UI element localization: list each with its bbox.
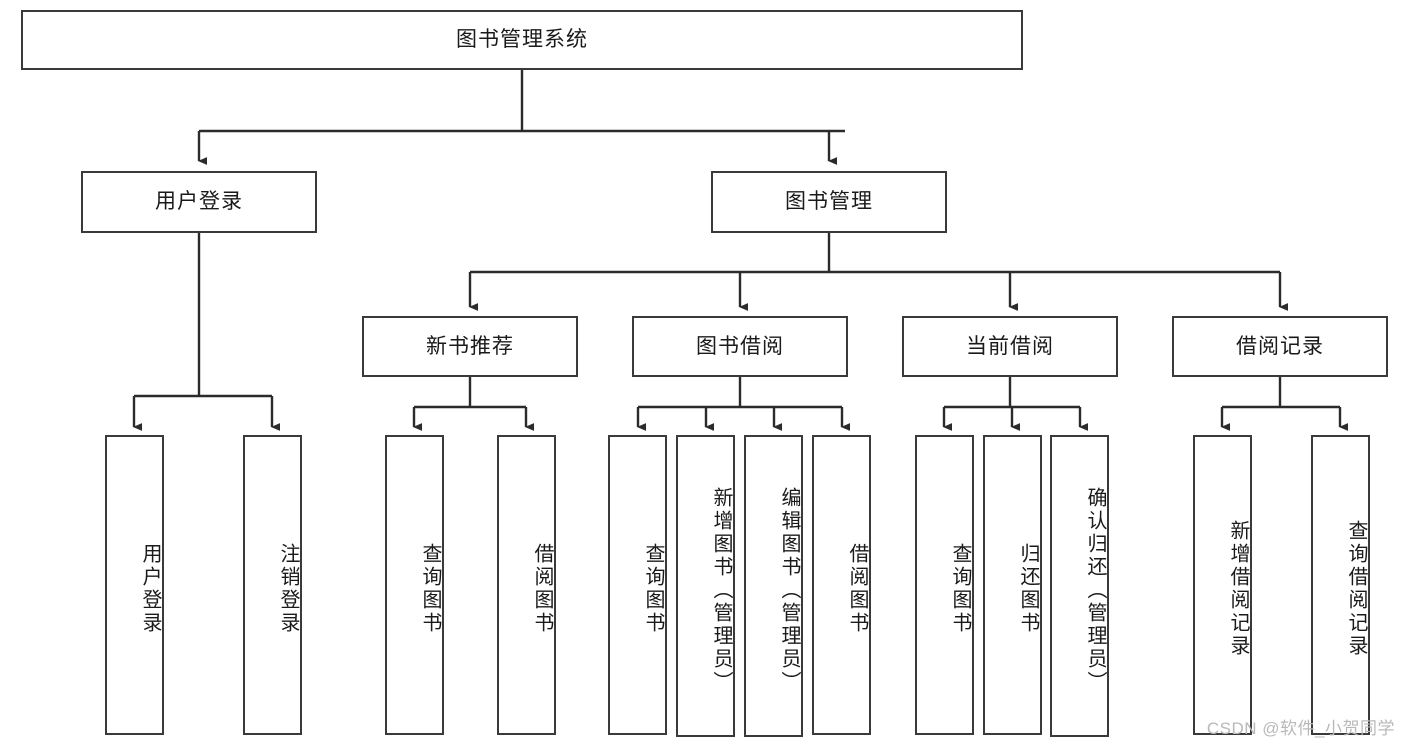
node-leaf-confirm-return[interactable]: 确认归还（管理员） <box>1050 435 1109 737</box>
node-borrow-record-label: 借阅记录 <box>1236 334 1324 358</box>
node-leaf-borrow-book-2-label: 借阅图书 <box>846 543 868 635</box>
node-book-manage[interactable]: 图书管理 <box>711 171 947 233</box>
node-user-login[interactable]: 用户登录 <box>81 171 317 233</box>
node-leaf-add-book[interactable]: 新增图书（管理员） <box>676 435 735 737</box>
node-leaf-return-book[interactable]: 归还图书 <box>983 435 1042 735</box>
node-leaf-query-book-3[interactable]: 查询图书 <box>915 435 974 735</box>
node-current-borrow[interactable]: 当前借阅 <box>902 316 1118 377</box>
node-new-book-recommend-label: 新书推荐 <box>426 334 514 358</box>
node-new-book-recommend[interactable]: 新书推荐 <box>362 316 578 377</box>
node-leaf-user-login[interactable]: 用户登录 <box>105 435 164 735</box>
node-leaf-add-record[interactable]: 新增借阅记录 <box>1193 435 1252 735</box>
node-root-label: 图书管理系统 <box>456 28 588 52</box>
node-leaf-borrow-book-2[interactable]: 借阅图书 <box>812 435 871 735</box>
node-leaf-logout[interactable]: 注销登录 <box>243 435 302 735</box>
node-leaf-borrow-book-1[interactable]: 借阅图书 <box>497 435 556 735</box>
node-book-borrow[interactable]: 图书借阅 <box>632 316 848 377</box>
node-leaf-logout-label: 注销登录 <box>277 543 299 635</box>
node-leaf-query-record-label: 查询借阅记录 <box>1345 520 1367 658</box>
node-leaf-query-book-2-label: 查询图书 <box>642 543 664 635</box>
watermark: CSDN @软件_小贺同学 <box>1206 719 1395 738</box>
node-leaf-query-book-3-label: 查询图书 <box>949 543 971 635</box>
node-leaf-query-record[interactable]: 查询借阅记录 <box>1311 435 1370 735</box>
node-book-borrow-label: 图书借阅 <box>696 334 784 358</box>
node-leaf-edit-book[interactable]: 编辑图书（管理员） <box>744 435 803 737</box>
node-leaf-add-book-label: 新增图书（管理员） <box>710 486 732 694</box>
node-root[interactable]: 图书管理系统 <box>21 10 1023 70</box>
node-leaf-borrow-book-1-label: 借阅图书 <box>531 543 553 635</box>
node-current-borrow-label: 当前借阅 <box>966 334 1054 358</box>
node-user-login-label: 用户登录 <box>155 190 243 214</box>
node-leaf-query-book-2[interactable]: 查询图书 <box>608 435 667 735</box>
node-book-manage-label: 图书管理 <box>785 190 873 214</box>
node-leaf-query-book-1-label: 查询图书 <box>419 543 441 635</box>
node-leaf-confirm-return-label: 确认归还（管理员） <box>1084 486 1106 694</box>
node-leaf-query-book-1[interactable]: 查询图书 <box>385 435 444 735</box>
node-leaf-return-book-label: 归还图书 <box>1017 543 1039 635</box>
node-leaf-user-login-label: 用户登录 <box>139 543 161 635</box>
node-leaf-add-record-label: 新增借阅记录 <box>1227 520 1249 658</box>
node-leaf-edit-book-label: 编辑图书（管理员） <box>778 486 800 694</box>
node-borrow-record[interactable]: 借阅记录 <box>1172 316 1388 377</box>
